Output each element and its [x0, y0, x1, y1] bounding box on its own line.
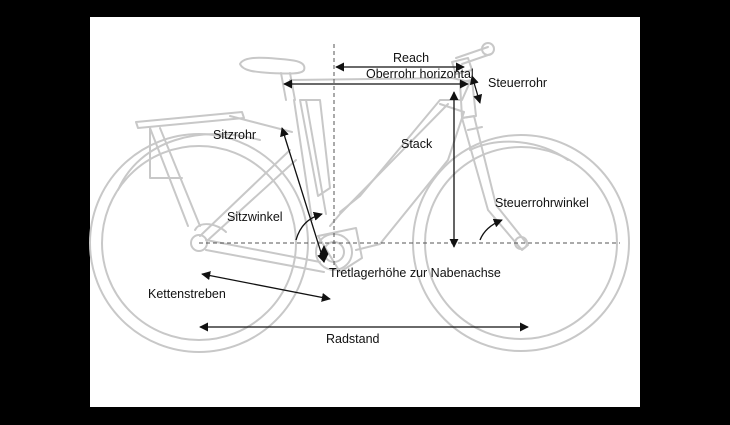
label-wheelbase: Radstand: [326, 332, 380, 346]
top-tube: [289, 77, 471, 213]
seat-tube-arrow: [280, 127, 326, 263]
label-head-tube: Steuerrohr: [488, 76, 548, 90]
rear-rack: [135, 111, 293, 227]
label-top-tube-horizontal: Oberrohr horizontal: [366, 67, 474, 81]
measurement-arrows: [199, 62, 529, 332]
label-seat-angle: Sitzwinkel: [227, 210, 283, 224]
saddle: [239, 56, 306, 75]
label-stack: Stack: [401, 137, 433, 151]
head-tube-arrow: [469, 75, 483, 104]
label-chainstays: Kettenstreben: [148, 287, 226, 301]
chainstay-arrow: [201, 271, 331, 302]
label-head-tube-angle: Steuerrohrwinkel: [495, 196, 589, 210]
seat-stay: [199, 149, 297, 241]
head-angle-arc: [479, 218, 503, 241]
down-tube: [355, 103, 465, 251]
seat-angle-arc: [295, 211, 323, 241]
seatpost: [280, 72, 296, 101]
fork: [461, 115, 529, 251]
label-reach: Reach: [393, 51, 430, 65]
label-bb-height: Tretlagerhöhe zur Nabenachse: [329, 266, 501, 280]
label-seat-tube: Sitzrohr: [213, 128, 257, 142]
